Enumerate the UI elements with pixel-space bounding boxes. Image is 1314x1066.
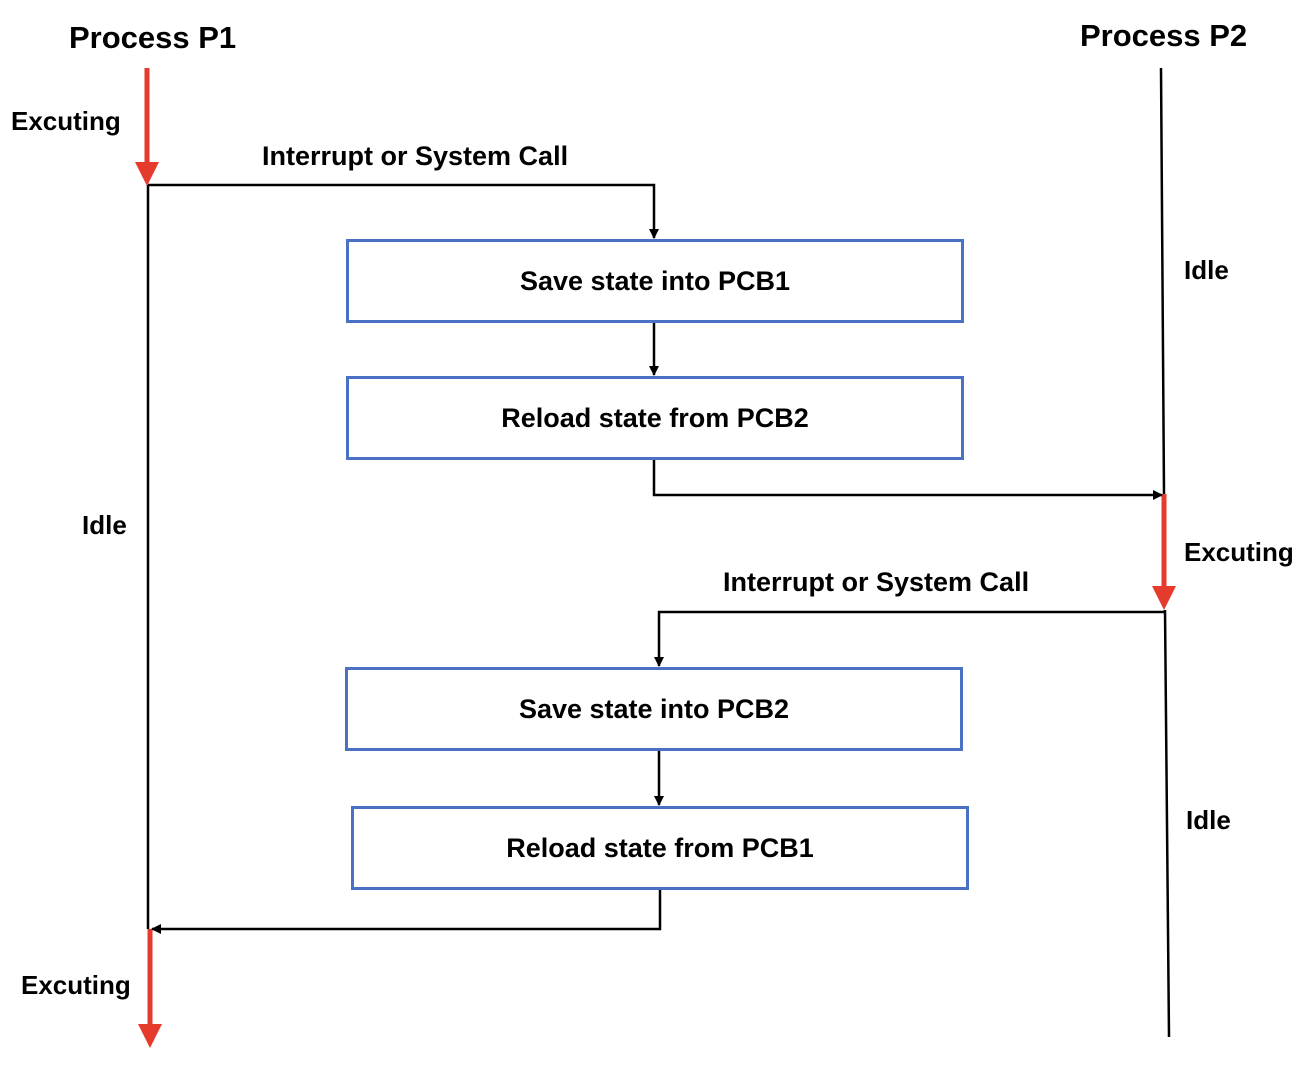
p1-executing-bottom-label: Excuting [21,970,131,1000]
p1-executing-bottom-arrow-head [138,1024,162,1048]
reload-state-pcb2-box: Reload state from PCB2 [346,376,964,460]
reload-state-pcb2-text: Reload state from PCB2 [501,402,809,433]
p2-idle-bottom-line [1163,609,1171,1038]
save-state-pcb2-text: Save state into PCB2 [518,693,790,724]
save-state-pcb1-box: Save state into PCB1 [346,239,964,323]
reload-state-pcb1-box: Reload state from PCB1 [351,806,969,890]
resume-p1-connector [151,888,662,934]
interrupt-label-2: Interrupt or System Call [723,567,1030,597]
p2-executing-arrow-head [1152,586,1176,610]
p2-idle-top-line [1159,67,1166,495]
p2-idle-top-label: Idle [1184,255,1229,285]
process-p2-title: Process P2 [1080,18,1248,53]
reload-state-pcb1-text: Reload state from PCB1 [506,832,814,863]
resume-p2-connector [652,459,1163,500]
process-p1-title: Process P1 [69,20,237,55]
interrupt-connector-2 [654,610,1165,667]
p1-executing-top-arrow-head [135,162,159,186]
p2-executing-label: Excuting [1184,537,1294,567]
interrupt-label-1: Interrupt or System Call [262,141,569,171]
p2-idle-bottom-label: Idle [1186,805,1231,835]
p1-idle-label: Idle [82,510,127,540]
save-state-pcb1-text: Save state into PCB1 [519,265,791,296]
p1-executing-top-label: Excuting [11,106,121,136]
save-state-pcb2-box: Save state into PCB2 [345,667,963,751]
interrupt-connector-1 [148,183,659,239]
